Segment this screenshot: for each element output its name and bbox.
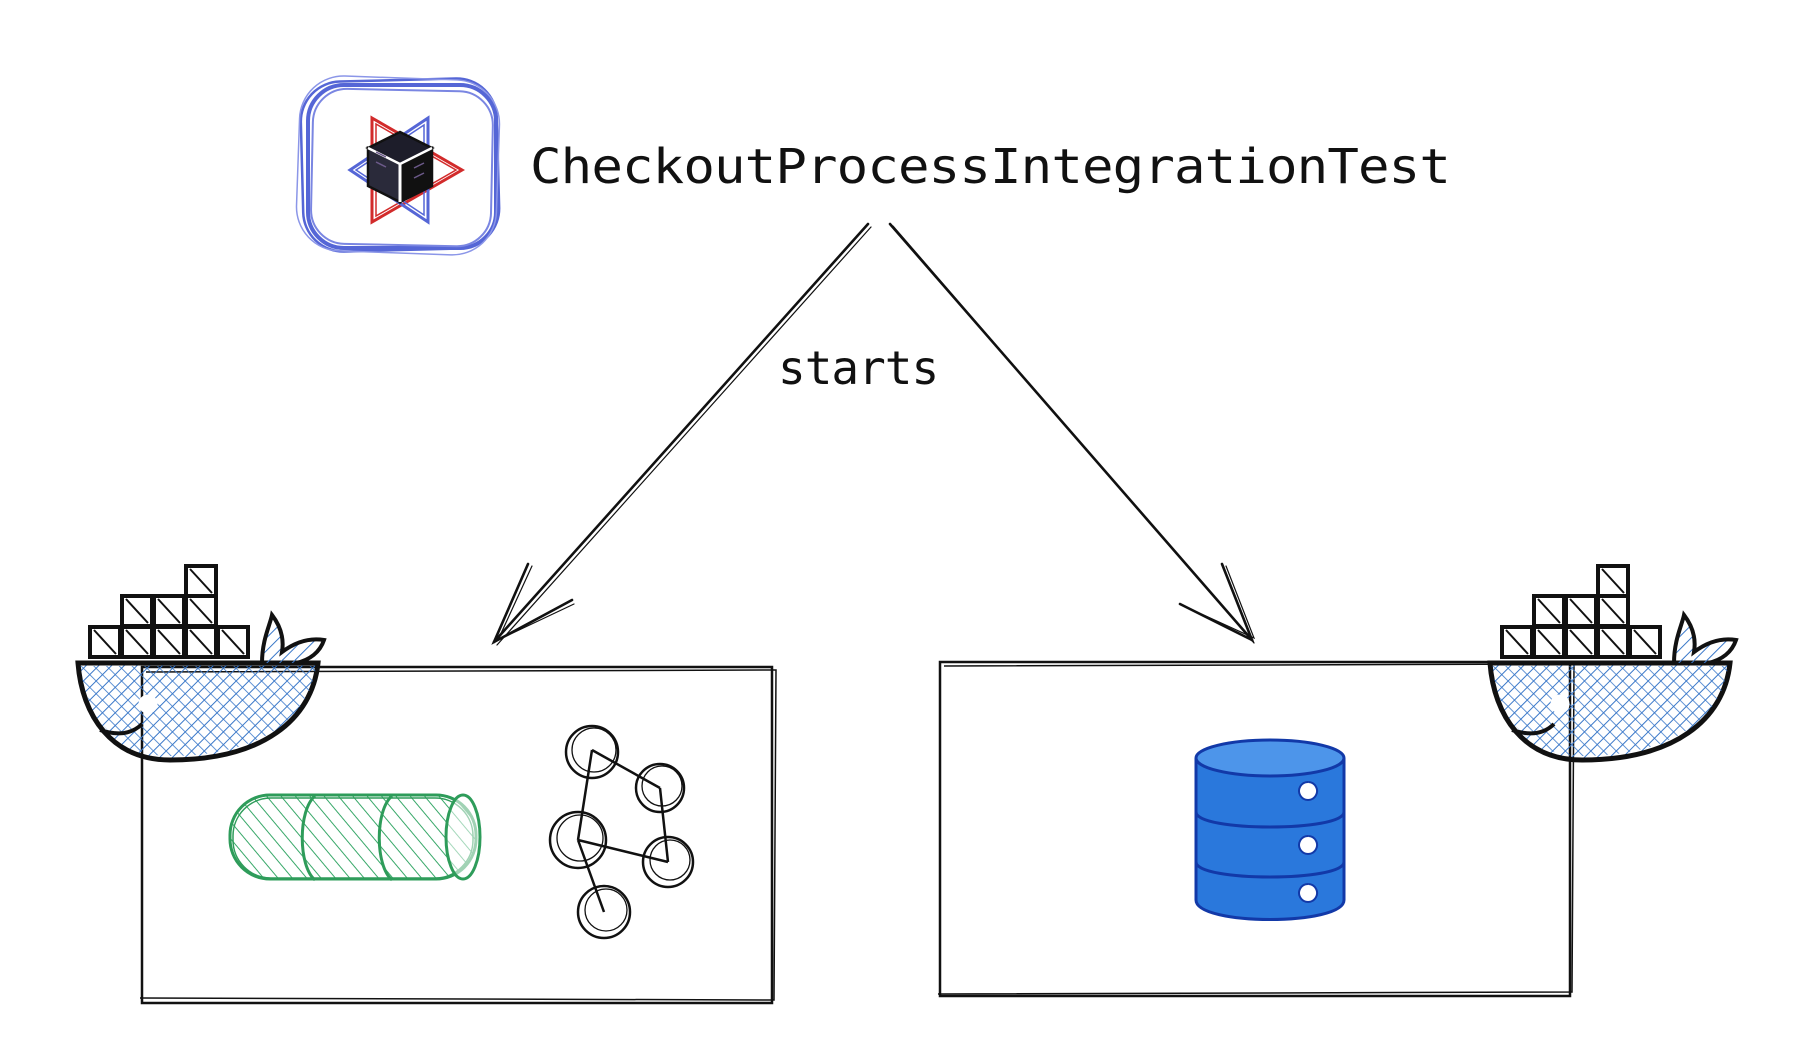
database-barrel-icon	[1194, 738, 1346, 921]
starts-arrow-right	[888, 222, 1256, 644]
left-container-box	[139, 665, 777, 1005]
starts-arrow-left	[491, 222, 872, 646]
right-container-box	[937, 660, 1575, 998]
test-class-title: CheckoutProcessIntegrationTest	[530, 139, 1450, 195]
node-cluster-icon	[548, 724, 695, 940]
docker-whale-icon	[75, 564, 327, 763]
starts-label: starts	[778, 341, 938, 395]
docker-whale-icon	[1487, 564, 1739, 763]
junit-testcontainers-cube-icon	[295, 75, 501, 256]
queue-cylinder-icon	[228, 793, 482, 882]
